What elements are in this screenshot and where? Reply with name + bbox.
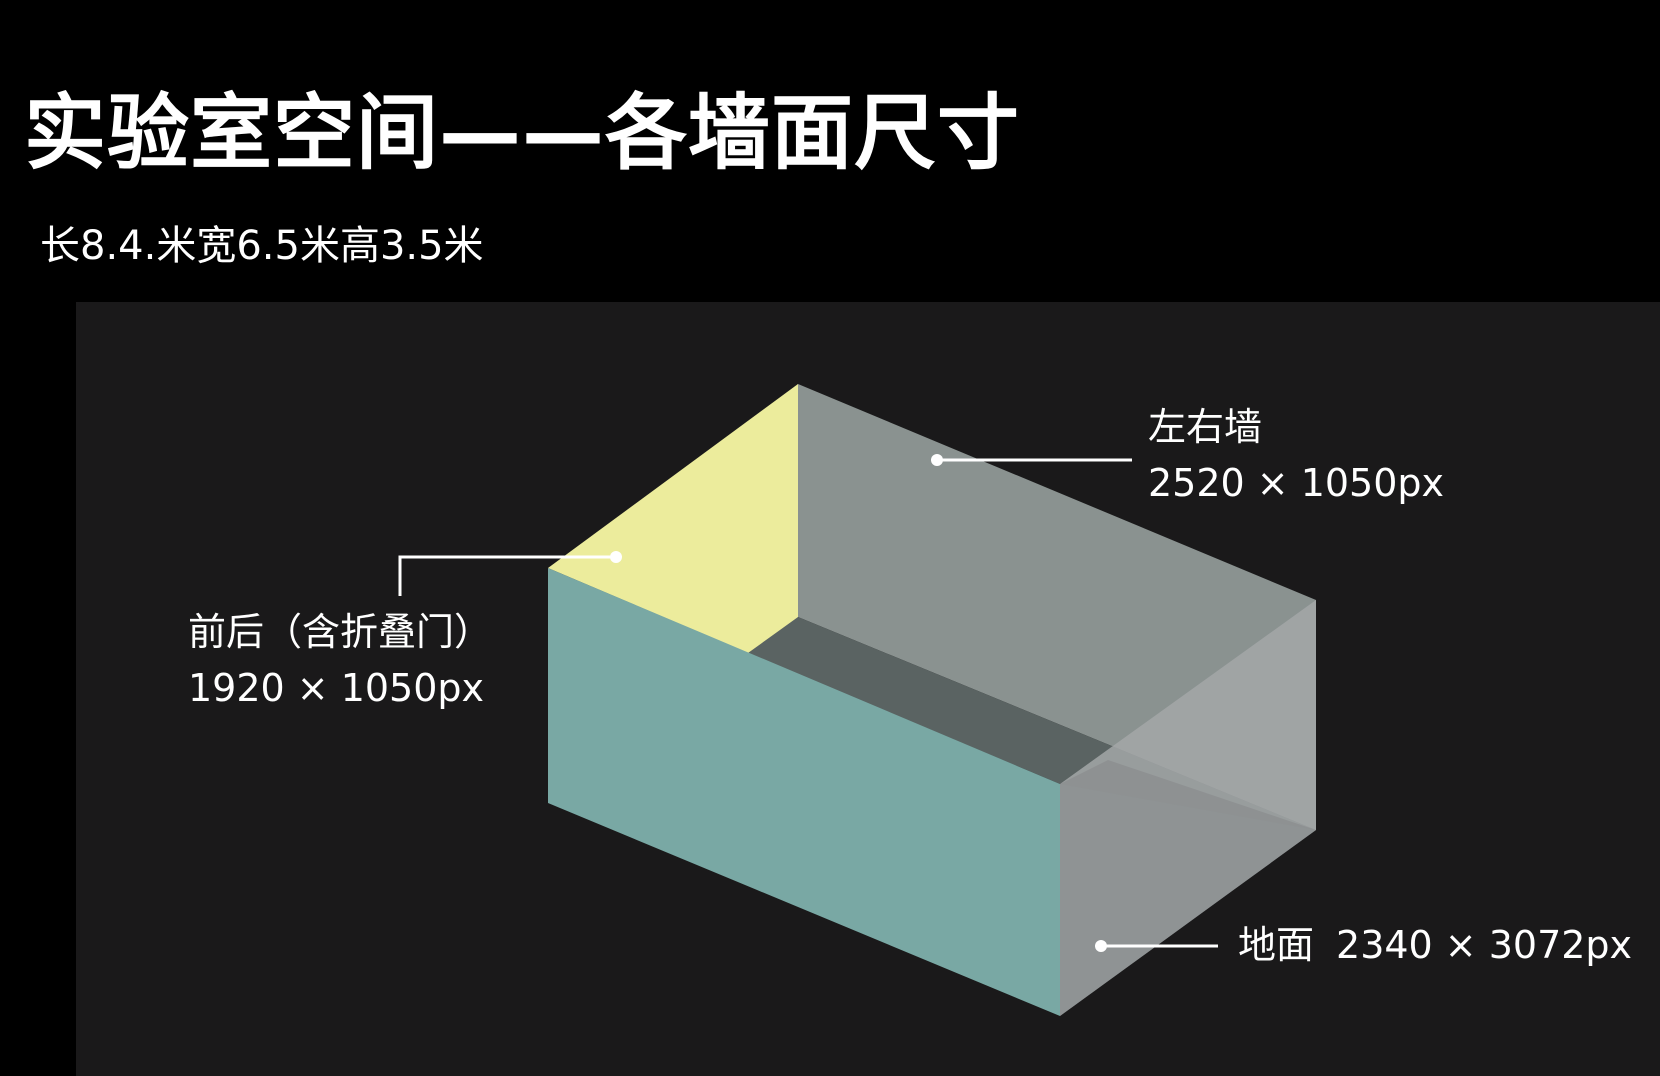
side-walls-name: 左右墙 xyxy=(1148,405,1263,449)
side-walls-size: 2520 × 1050px xyxy=(1148,461,1445,505)
front-back-walls-name: 前后（含折叠门） xyxy=(188,610,493,654)
side-walls-label: 左右墙 2520 × 1050px xyxy=(1148,399,1444,511)
side-face-shade xyxy=(1060,784,1316,1016)
page-title: 实验室空间——各墙面尺寸 xyxy=(24,86,1021,181)
floor-name: 地面 xyxy=(1238,923,1315,967)
floor-label: 地面 2340 × 3072px xyxy=(1238,917,1632,973)
side-walls-leader-dot xyxy=(931,454,943,466)
floor-size: 2340 × 3072px xyxy=(1336,923,1633,967)
floor-leader-dot xyxy=(1095,940,1107,952)
front-back-wall-face xyxy=(548,384,798,653)
front-back-leader-dot xyxy=(610,551,622,563)
front-back-leader-line xyxy=(398,555,616,596)
room-dimensions-subtitle: 长8.4.米宽6.5米高3.5米 xyxy=(40,223,484,269)
front-back-walls-label: 前后（含折叠门） 1920 × 1050px xyxy=(188,604,492,716)
front-face xyxy=(548,568,1060,1016)
front-back-walls-size: 1920 × 1050px xyxy=(188,666,485,710)
